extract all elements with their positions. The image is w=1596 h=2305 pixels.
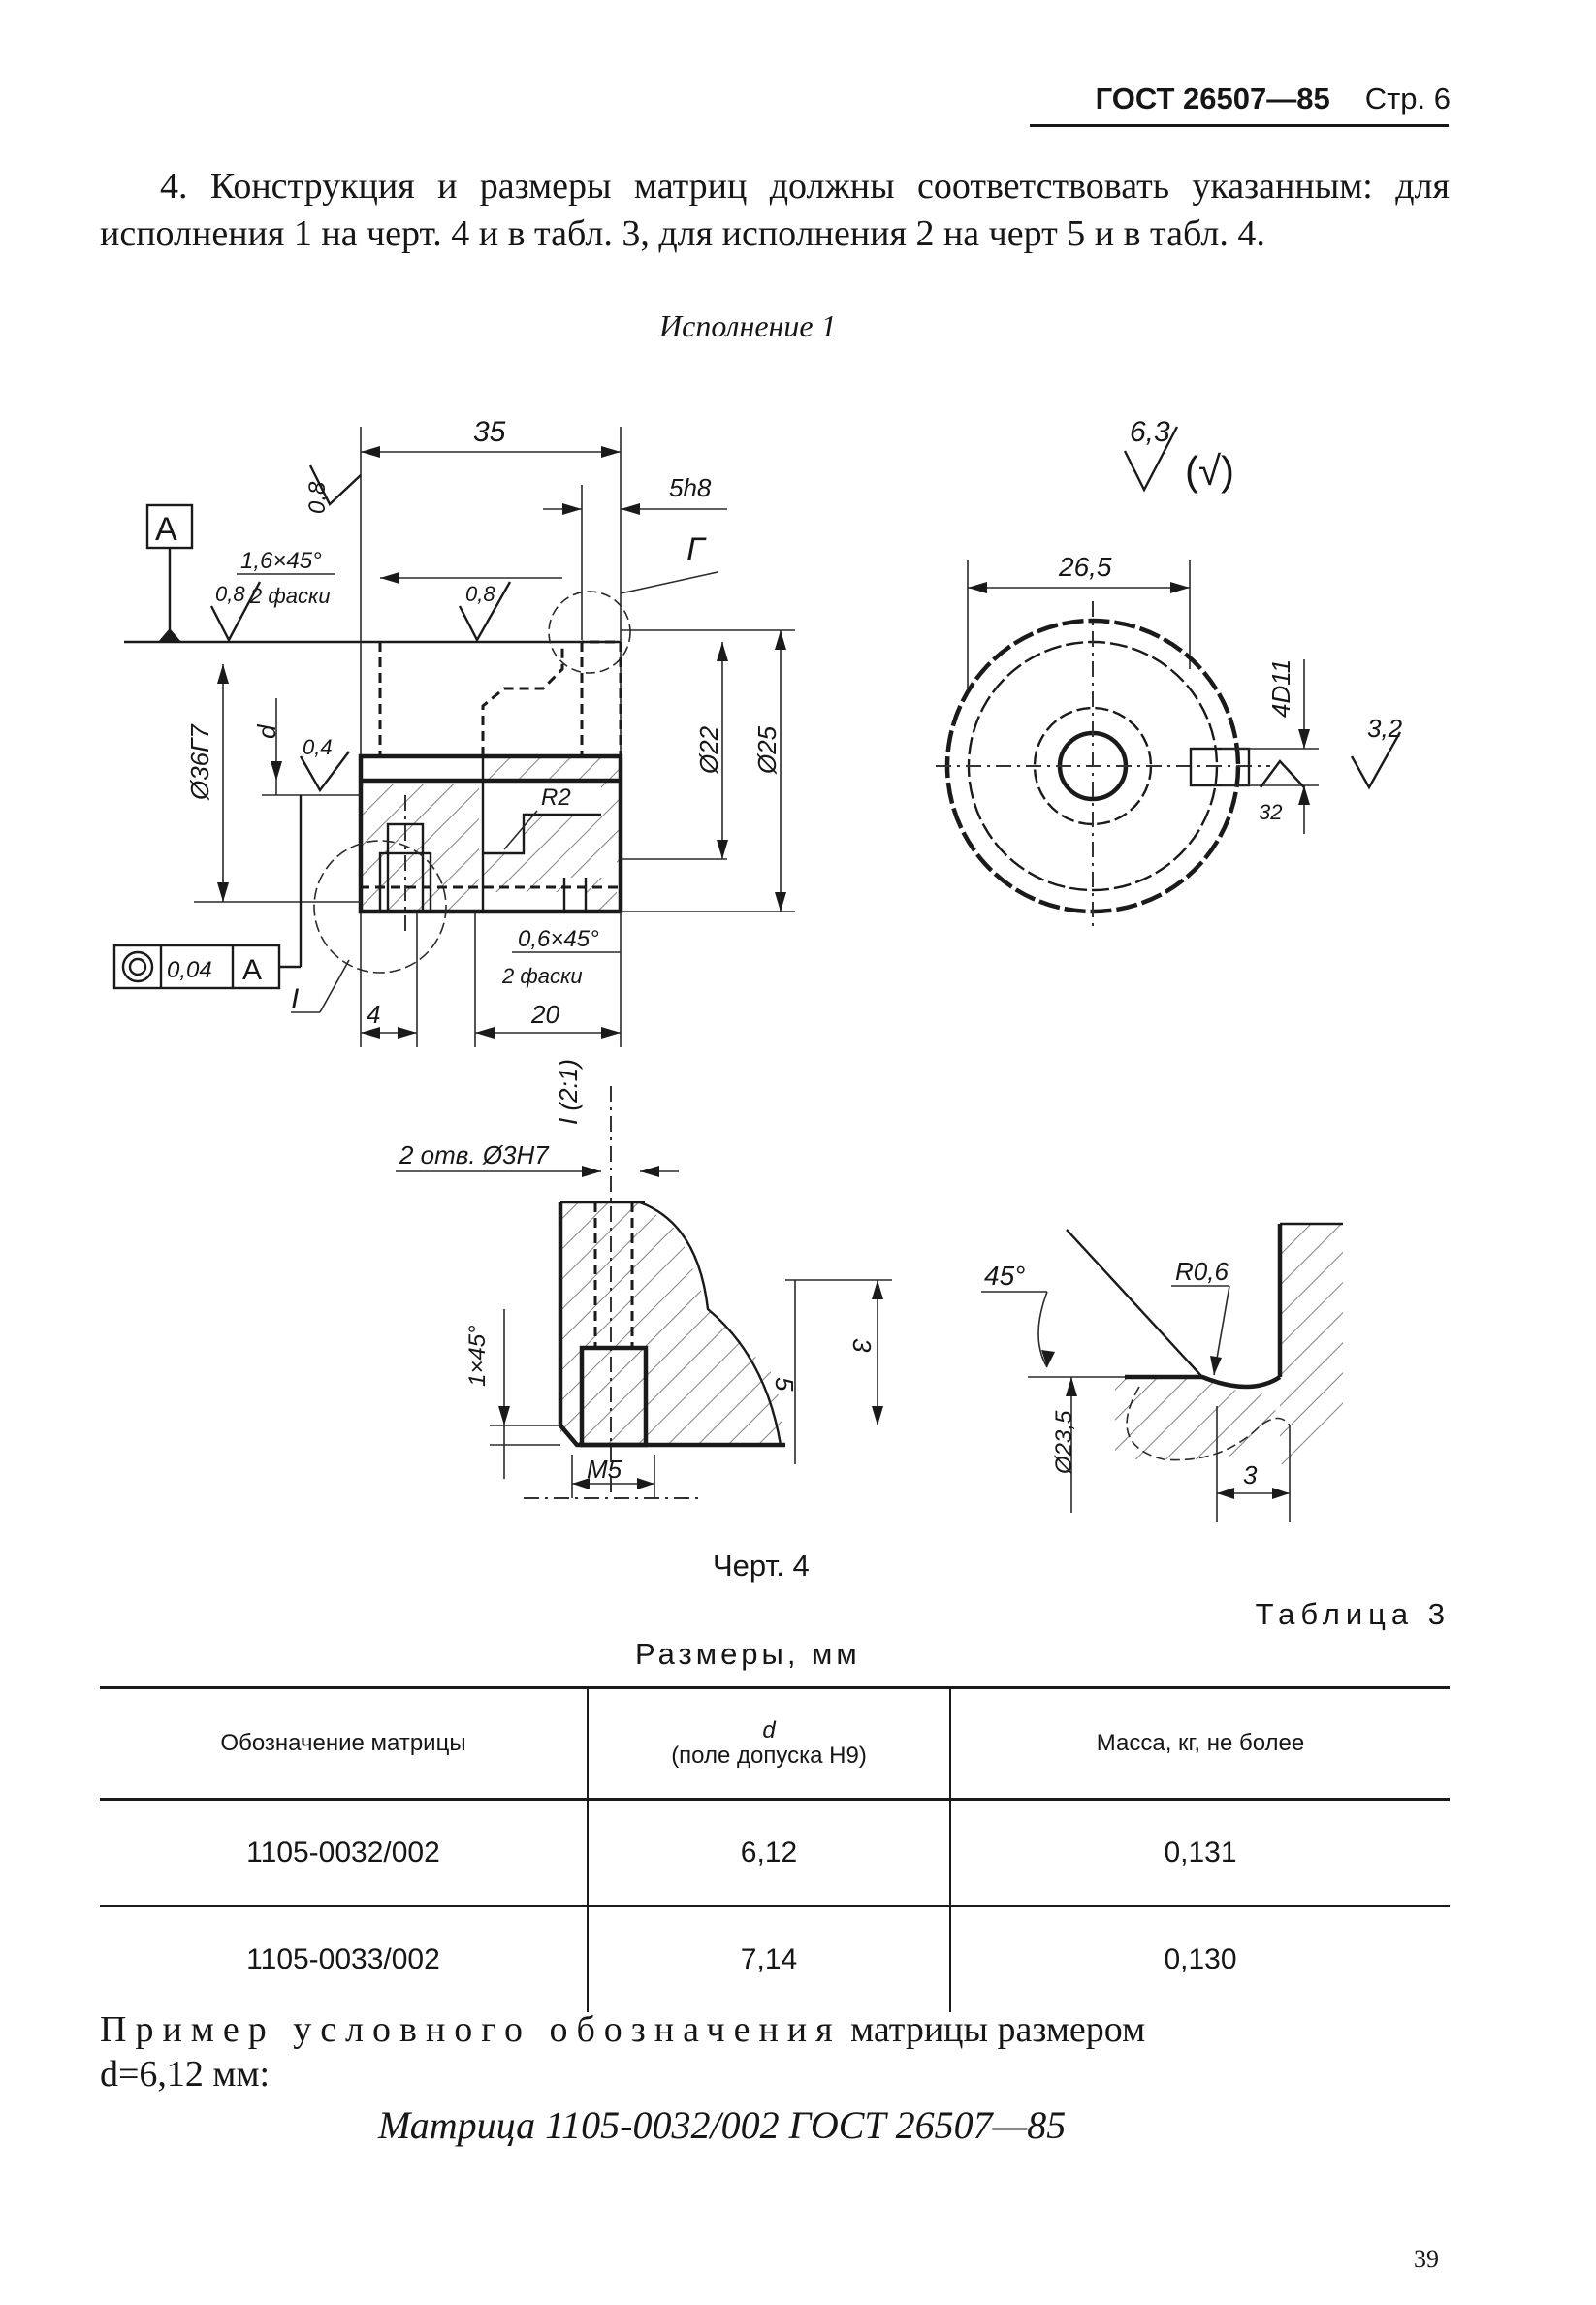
- cell-d: 7,14: [587, 1906, 950, 2012]
- example-lead: Пример условного обозначения: [100, 2009, 842, 2050]
- thread: M5: [587, 1455, 622, 1484]
- detail-circle: [313, 840, 447, 974]
- body-paragraph: 4. Конструкция и размеры матриц должны с…: [100, 166, 1450, 254]
- rough-top-left: 0,8: [304, 481, 331, 514]
- header-d-note: (поле допуска H9): [671, 1743, 867, 1769]
- page-number-footer: 39: [1414, 2245, 1439, 2273]
- header-designation: Обозначение матрицы: [100, 1686, 588, 1801]
- example-line2: d=6,12 мм:: [100, 2054, 271, 2095]
- tolerance-value: 0,04: [167, 957, 212, 983]
- detail-g-dim-3: 3: [1243, 1460, 1258, 1489]
- main-radius: R2: [541, 784, 571, 811]
- detail-mark-upper: Г: [686, 531, 707, 568]
- page-number-header: Стр. 6: [1364, 81, 1451, 115]
- dim-20: 20: [530, 1000, 559, 1029]
- datum-letter: A: [155, 511, 177, 548]
- chamfer-count: 2 фаски: [249, 584, 331, 608]
- detail-g-radius: R0,6: [1175, 1257, 1229, 1286]
- cell-d: 6,12: [587, 1799, 950, 1907]
- roughness-paren: (√): [1185, 448, 1234, 494]
- page-header: ГОСТ 26507—85 Стр. 6: [1096, 81, 1451, 116]
- roughness-general: 6,3: [1130, 416, 1170, 448]
- header-designation-text: Обозначение матрицы: [220, 1730, 466, 1756]
- dim-slot: 5h8: [669, 473, 712, 502]
- cell-designation: 1105-0032/002: [100, 1799, 588, 1907]
- chamfer2-note: 0,6×45°: [518, 926, 599, 952]
- rough-bore: 0,4: [303, 735, 333, 759]
- detail-i-dim-3: 3: [847, 1338, 877, 1353]
- units-label: Размеры, мм: [635, 1637, 861, 1671]
- detail-i-dim-5: 5: [770, 1377, 799, 1392]
- detail-g-view: 45° R0,6 Ø23,5 3: [981, 1222, 1343, 1522]
- header-mass-text: Масса, кг, не более: [1096, 1730, 1305, 1756]
- dim-chord: 26,5: [1058, 552, 1112, 582]
- table-row: 1105-0033/002 7,14 0,130: [100, 1906, 1450, 2012]
- variant-label: Исполнение 1: [659, 308, 837, 343]
- table-label: Таблица 3: [1255, 1597, 1451, 1631]
- example-paragraph: Пример условного обозначения матрицы раз…: [100, 2007, 1450, 2097]
- chamfer2-count: 2 фаски: [501, 964, 583, 988]
- dim-slot-depth: 32: [1259, 800, 1282, 824]
- dim-outer-dia: Ø36Г7: [185, 723, 214, 801]
- dim-dia-25: Ø25: [752, 725, 782, 775]
- dim-chamfer: 1×45°: [464, 1325, 491, 1387]
- detail-scale: I (2:1): [554, 1059, 583, 1125]
- hole-note: 2 отв. Ø3H7: [399, 1140, 550, 1169]
- detail-g-dim-dia: Ø23,5: [1051, 1410, 1077, 1475]
- cell-designation: 1105-0033/002: [246, 1943, 440, 1975]
- header-mass: Масса, кг, не более: [949, 1686, 1450, 1801]
- rough-top-mid: 0,8: [215, 582, 245, 606]
- main-section-view: A 35 0,8 1,6×45° 2 фаски 0,8 0,8 5h8: [112, 416, 795, 1047]
- end-view: 6,3 (√) 26,5 4D11 3,2 32: [936, 416, 1403, 931]
- header-d-symbol: d: [762, 1717, 776, 1744]
- dim-dia-22: Ø22: [694, 725, 723, 775]
- dimensions-table: Обозначение матрицы d(поле допуска H9) М…: [100, 1686, 1450, 2012]
- standard-number: ГОСТ 26507—85: [1095, 81, 1330, 115]
- dim-length: 35: [473, 416, 506, 448]
- tolerance-datum: A: [242, 954, 262, 986]
- designation-example: Матрица 1105-0032/002 ГОСТ 26507—85: [378, 2103, 1067, 2147]
- table-header-row: Обозначение матрицы d(поле допуска H9) М…: [100, 1686, 1450, 1801]
- angle: 45°: [984, 1261, 1025, 1291]
- header-rule: [1030, 124, 1449, 127]
- rough-top-right: 0,8: [465, 582, 495, 606]
- figure-caption: Черт. 4: [713, 1549, 810, 1583]
- detail-i-view: I (2:1) 2 отв. Ø3H7 1×45° 5 3 M5: [396, 1059, 892, 1499]
- dim-slot-width: 4D11: [1266, 659, 1295, 718]
- cell-mass: 0,130: [949, 1906, 1450, 2012]
- cell-mass: 0,131: [949, 1799, 1450, 1907]
- technical-drawing: A 35 0,8 1,6×45° 2 фаски 0,8 0,8 5h8: [112, 416, 1403, 1522]
- dim-d: d: [252, 723, 281, 739]
- table-row: 1105-0032/002 6,12 0,131: [100, 1799, 1450, 1907]
- example-rest: матрицы размером: [850, 2009, 1146, 2050]
- chamfer-note: 1,6×45°: [240, 548, 322, 574]
- header-d: d(поле допуска H9): [587, 1686, 950, 1801]
- detail-mark-lower: I: [291, 983, 299, 1015]
- dim-4: 4: [367, 1000, 380, 1029]
